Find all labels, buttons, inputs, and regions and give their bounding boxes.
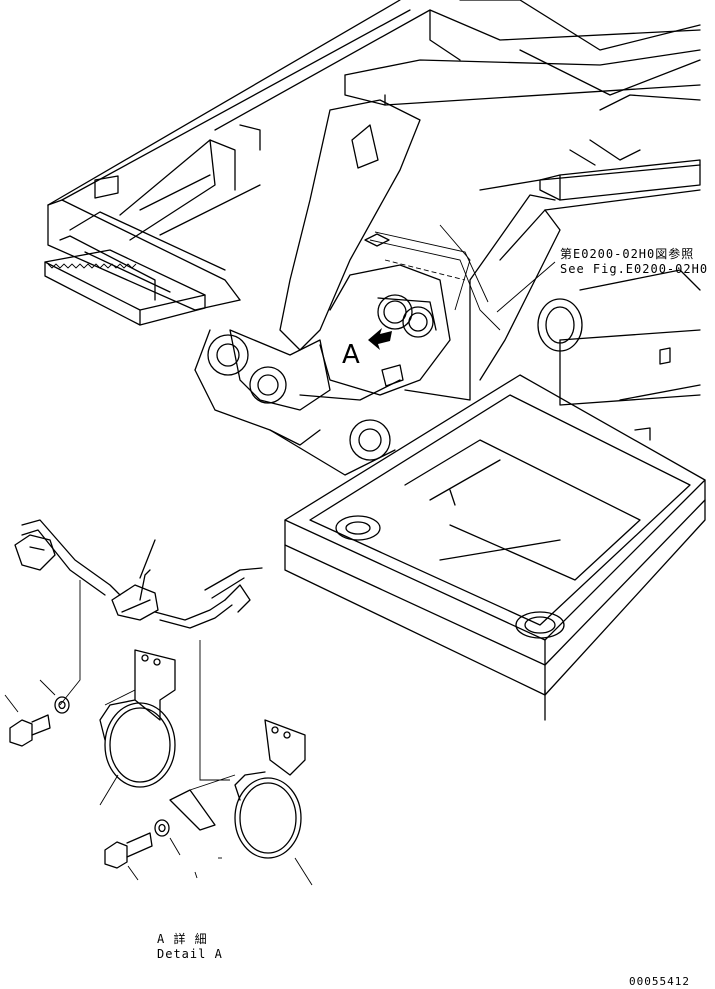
detail-title-jp: A 詳 細: [157, 932, 208, 946]
horn-assembly-view: [377, 294, 437, 338]
step-tread: [44, 235, 206, 326]
view-letter-a: A: [342, 340, 361, 370]
washer-lower: [154, 819, 170, 837]
detail-horn-lower: [169, 719, 306, 859]
left-frame-rail: [47, 0, 411, 311]
main-harness: [364, 224, 501, 331]
right-frame: [479, 164, 701, 441]
boom-mount-bracket: [194, 99, 561, 476]
bolt-lower: [104, 832, 153, 869]
drawing-number: 00055412: [629, 975, 690, 988]
small-bracket: [659, 347, 671, 365]
detail-title-en: Detail A: [157, 947, 223, 961]
callout-leader: [496, 261, 556, 313]
reference-note-jp: 第E0200-02H0図参照: [560, 247, 695, 261]
view-arrow-icon: [368, 328, 392, 350]
reference-note-en: See Fig.E0200-02H0: [560, 262, 709, 276]
detail-wire-harness: [14, 519, 263, 629]
upper-frame: [214, 0, 701, 201]
part-leader-lines: [4, 679, 313, 886]
washer-upper: [54, 696, 70, 714]
platform-box: [284, 374, 706, 721]
assembly-centre-lines: [59, 580, 236, 791]
bolt-upper: [9, 714, 51, 747]
small-bracket: [381, 364, 404, 387]
detail-horn-upper: [99, 649, 176, 788]
